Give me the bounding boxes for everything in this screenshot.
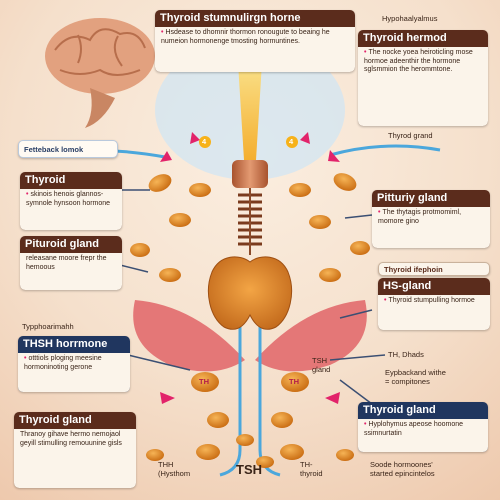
thyroid-left-callout: Thyroid •skinois henois glannos-symnole … [20, 172, 122, 230]
bullet-icon: • [378, 209, 381, 216]
header-title: Thyroid stumnulirgn horne [160, 12, 301, 24]
feedback-arrow-right [329, 144, 441, 157]
bullet-icon: • [26, 191, 29, 198]
header-body: Hsdease to dhomnir thormon ronougute to … [161, 29, 330, 45]
bullet-icon: • [384, 297, 387, 304]
hs-gland-title: HS-gland [383, 280, 432, 292]
thyroid-hormone-body: The nocke yoea heiroticling mose hormoe … [364, 49, 473, 73]
bullet-icon: • [364, 49, 367, 56]
feedback-loop-label: Fetteback lomok [18, 140, 118, 158]
thyroid-left-title: Thyroid [25, 174, 66, 186]
th-mark-right: TH [289, 377, 299, 386]
pituitary-right-callout: Pitturiy gland •The thytagis protmomiml,… [372, 190, 490, 248]
thyroid-left-body: skinois henois glannos-symnole hynsoon h… [26, 191, 111, 207]
label-hypophorm: Typphoarimahh [22, 322, 74, 331]
thyroid-bottom-left-title: Thyroid gland [19, 414, 92, 426]
bullet-icon: • [364, 421, 367, 428]
thyroid-bottom-right-body: Hyplohymus apeose hoomone ssimnurtatin [364, 421, 464, 437]
label-tsh-gland: TSH gland [312, 356, 331, 374]
vessel-left [219, 300, 242, 477]
thyroid-gland [207, 256, 293, 330]
pituitary-left-title: Pituroid gland [25, 238, 99, 250]
tissue-right [255, 300, 367, 372]
hormone-beans [130, 173, 370, 468]
pituitary-left-callout: Pituroid gland releasane moore frepr the… [20, 236, 122, 290]
hs-gland-callout: HS-gland •Thyroid stumpulling hormoe [378, 278, 490, 330]
thyroid-hormone-callout: Thyroid hermod •The nocke yoea heiroticl… [358, 30, 488, 126]
label-thyroid-grand: Thyrod grand [388, 131, 433, 140]
label-th-thyroid: TH- thyroid [300, 460, 323, 478]
number-mark-right: 4 [289, 137, 294, 146]
tissue-left [133, 300, 245, 372]
hs-gland-body: Thyroid stumpulling hormoe [388, 297, 475, 304]
feedback-arrowhead-right [328, 150, 340, 162]
bullet-icon: • [161, 29, 164, 36]
pink-arrows [160, 132, 340, 404]
label-eypbackand: Eypbackand withe = compitones [385, 368, 446, 386]
yellow-numbers [199, 136, 298, 148]
label-tsh-center: TSH [236, 462, 262, 477]
thsh-hormone-title: THSH horrmone [23, 338, 108, 350]
label-th-dhads: TH, Dhads [388, 350, 424, 359]
label-hypothalamus: Hypohaalyalmus [382, 14, 438, 23]
thyroid-bottom-left-body: Thranoy gihave hermo nemojaol geyill sti… [20, 431, 122, 447]
label-th-hysthom: THH (Hysthom [158, 460, 191, 478]
bullet-icon: • [24, 355, 27, 362]
pituitary-stalk [232, 160, 268, 188]
feedback-arrowhead-left [160, 151, 172, 162]
thsh-hormone-callout: THSH horrmone •otttiols ploging meesine … [18, 336, 130, 392]
pituitary-right-body: The thytagis protmomiml, momore gino [378, 209, 462, 225]
thyroid-hormone-title: Thyroid hermod [363, 32, 447, 44]
th-mark-left: TH [199, 377, 209, 386]
number-mark-left: 4 [202, 137, 207, 146]
thyroid-hormone-tag: Thyroid ifephoin [378, 262, 490, 276]
thyroid-bottom-right-title: Thyroid gland [363, 404, 436, 416]
thsh-hormone-body: otttiols ploging meesine hormoninoting g… [24, 355, 102, 371]
thyroid-bottom-right-callout: Thyroid gland •Hyplohymus apeose hoomone… [358, 402, 488, 452]
pituitary-right-title: Pitturiy gland [377, 192, 448, 204]
pituitary-left-body: releasane moore frepr the hemoous [26, 255, 107, 271]
header-callout: Thyroid stumnulirgn horne •Hsdease to dh… [155, 10, 355, 72]
brain-icon [45, 18, 155, 128]
thyroid-bottom-left-callout: Thyroid gland Thranoy gihave hermo nemoj… [14, 412, 136, 488]
label-soode: Soode hormoones' started epincintelos [370, 460, 435, 478]
